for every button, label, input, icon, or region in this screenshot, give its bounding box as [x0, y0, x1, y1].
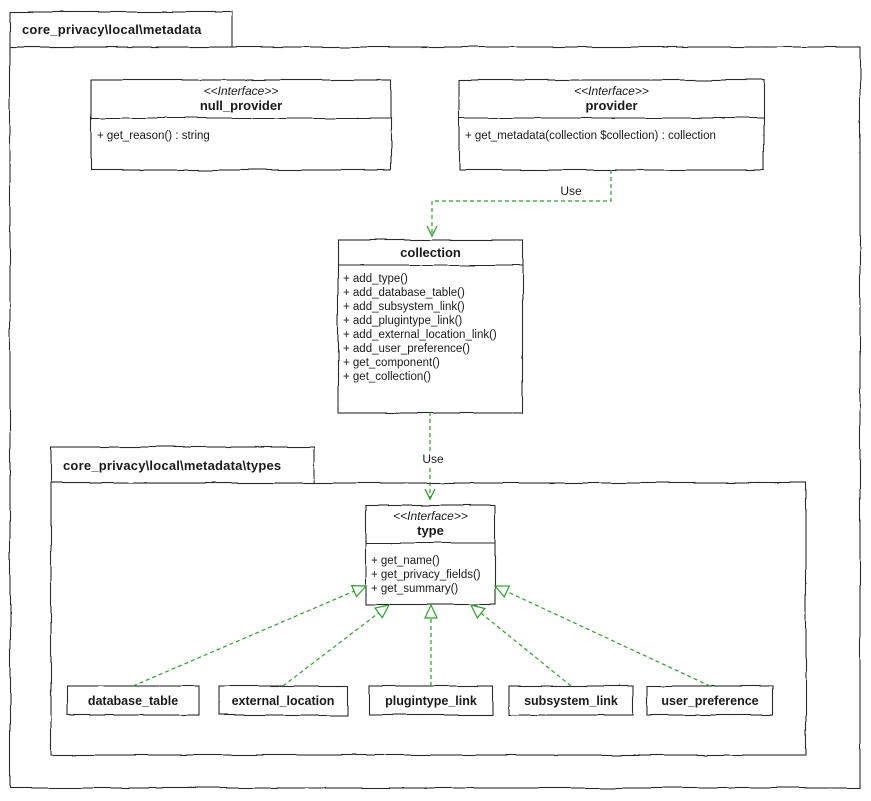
edge-user-preference-implements-type — [493, 585, 711, 687]
provider-stereotype: <<Interface>> — [574, 84, 649, 98]
external-location-name: external_location — [231, 693, 335, 708]
package-types-label: core_privacy\local\metadata\types — [63, 457, 282, 473]
edge-provider-uses-collection — [426, 170, 612, 238]
null-provider-stereotype: <<Interface>> — [203, 84, 279, 98]
class-node-external-location[interactable]: external_location — [219, 686, 347, 715]
method-item: + get_reason() : string — [97, 130, 210, 142]
class-node-plugintype-link[interactable]: plugintype_link — [369, 686, 493, 715]
method-item: + get_metadata(collection $collection) :… — [465, 130, 716, 142]
package-types-tab[interactable]: core_privacy\local\metadata\types — [51, 447, 326, 483]
method-item: + add_subsystem_link() — [343, 301, 465, 313]
package-metadata-tab[interactable]: core_privacy\local\metadata — [10, 12, 244, 47]
method-item: + add_plugintype_link() — [343, 315, 463, 327]
type-stereotype: <<Interface>> — [393, 509, 468, 523]
collection-methods: + add_type() + add_database_table() + ad… — [338, 265, 523, 384]
class-node-database-table[interactable]: database_table — [67, 686, 199, 715]
edge-external-location-implements-type — [282, 604, 391, 687]
method-item: + add_database_table() — [343, 287, 465, 299]
class-null-provider-header: <<Interface>> null_provider — [91, 80, 391, 122]
user-preference-name: user_preference — [661, 693, 759, 708]
class-node-null-provider[interactable]: <<Interface>> null_provider + get_reason… — [91, 80, 391, 170]
method-item: + get_collection() — [343, 371, 431, 383]
method-item: + get_summary() — [371, 583, 459, 595]
edge-database-table-implements-type — [132, 584, 368, 687]
method-item: + add_external_location_link() — [343, 329, 497, 341]
method-item: + get_privacy_fields() — [371, 569, 481, 581]
use-label-collection-type: Use — [413, 452, 453, 466]
method-item: + add_user_preference() — [343, 343, 470, 355]
class-node-collection[interactable]: collection + add_type() + add_database_t… — [338, 240, 523, 413]
class-type-header: <<Interface>> type — [366, 505, 495, 547]
plugintype-link-name: plugintype_link — [385, 693, 477, 708]
method-item: + add_type() — [343, 273, 408, 285]
null-provider-methods: + get_reason() : string — [91, 122, 391, 143]
class-node-type[interactable]: <<Interface>> type + get_name() + get_pr… — [366, 505, 495, 605]
class-provider-header: <<Interface>> provider — [459, 80, 764, 122]
collection-name: collection — [400, 245, 461, 260]
subsystem-link-name: subsystem_link — [524, 693, 618, 708]
method-item: + get_component() — [343, 357, 440, 369]
edge-subsystem-link-implements-type — [469, 604, 572, 687]
package-metadata-label: core_privacy\local\metadata — [22, 22, 202, 37]
database-table-name: database_table — [87, 693, 179, 708]
class-node-subsystem-link[interactable]: subsystem_link — [509, 686, 633, 715]
class-node-user-preference[interactable]: user_preference — [647, 686, 773, 715]
class-node-provider[interactable]: <<Interface>> provider + get_metadata(co… — [459, 80, 764, 170]
type-name: type — [417, 523, 444, 538]
type-methods: + get_name() + get_privacy_fields() + ge… — [366, 547, 495, 596]
provider-methods: + get_metadata(collection $collection) :… — [459, 122, 764, 143]
provider-name: provider — [585, 98, 638, 113]
use-label-provider-collection: Use — [551, 184, 591, 198]
method-item: + get_name() — [371, 555, 440, 567]
null-provider-name: null_provider — [199, 98, 283, 113]
